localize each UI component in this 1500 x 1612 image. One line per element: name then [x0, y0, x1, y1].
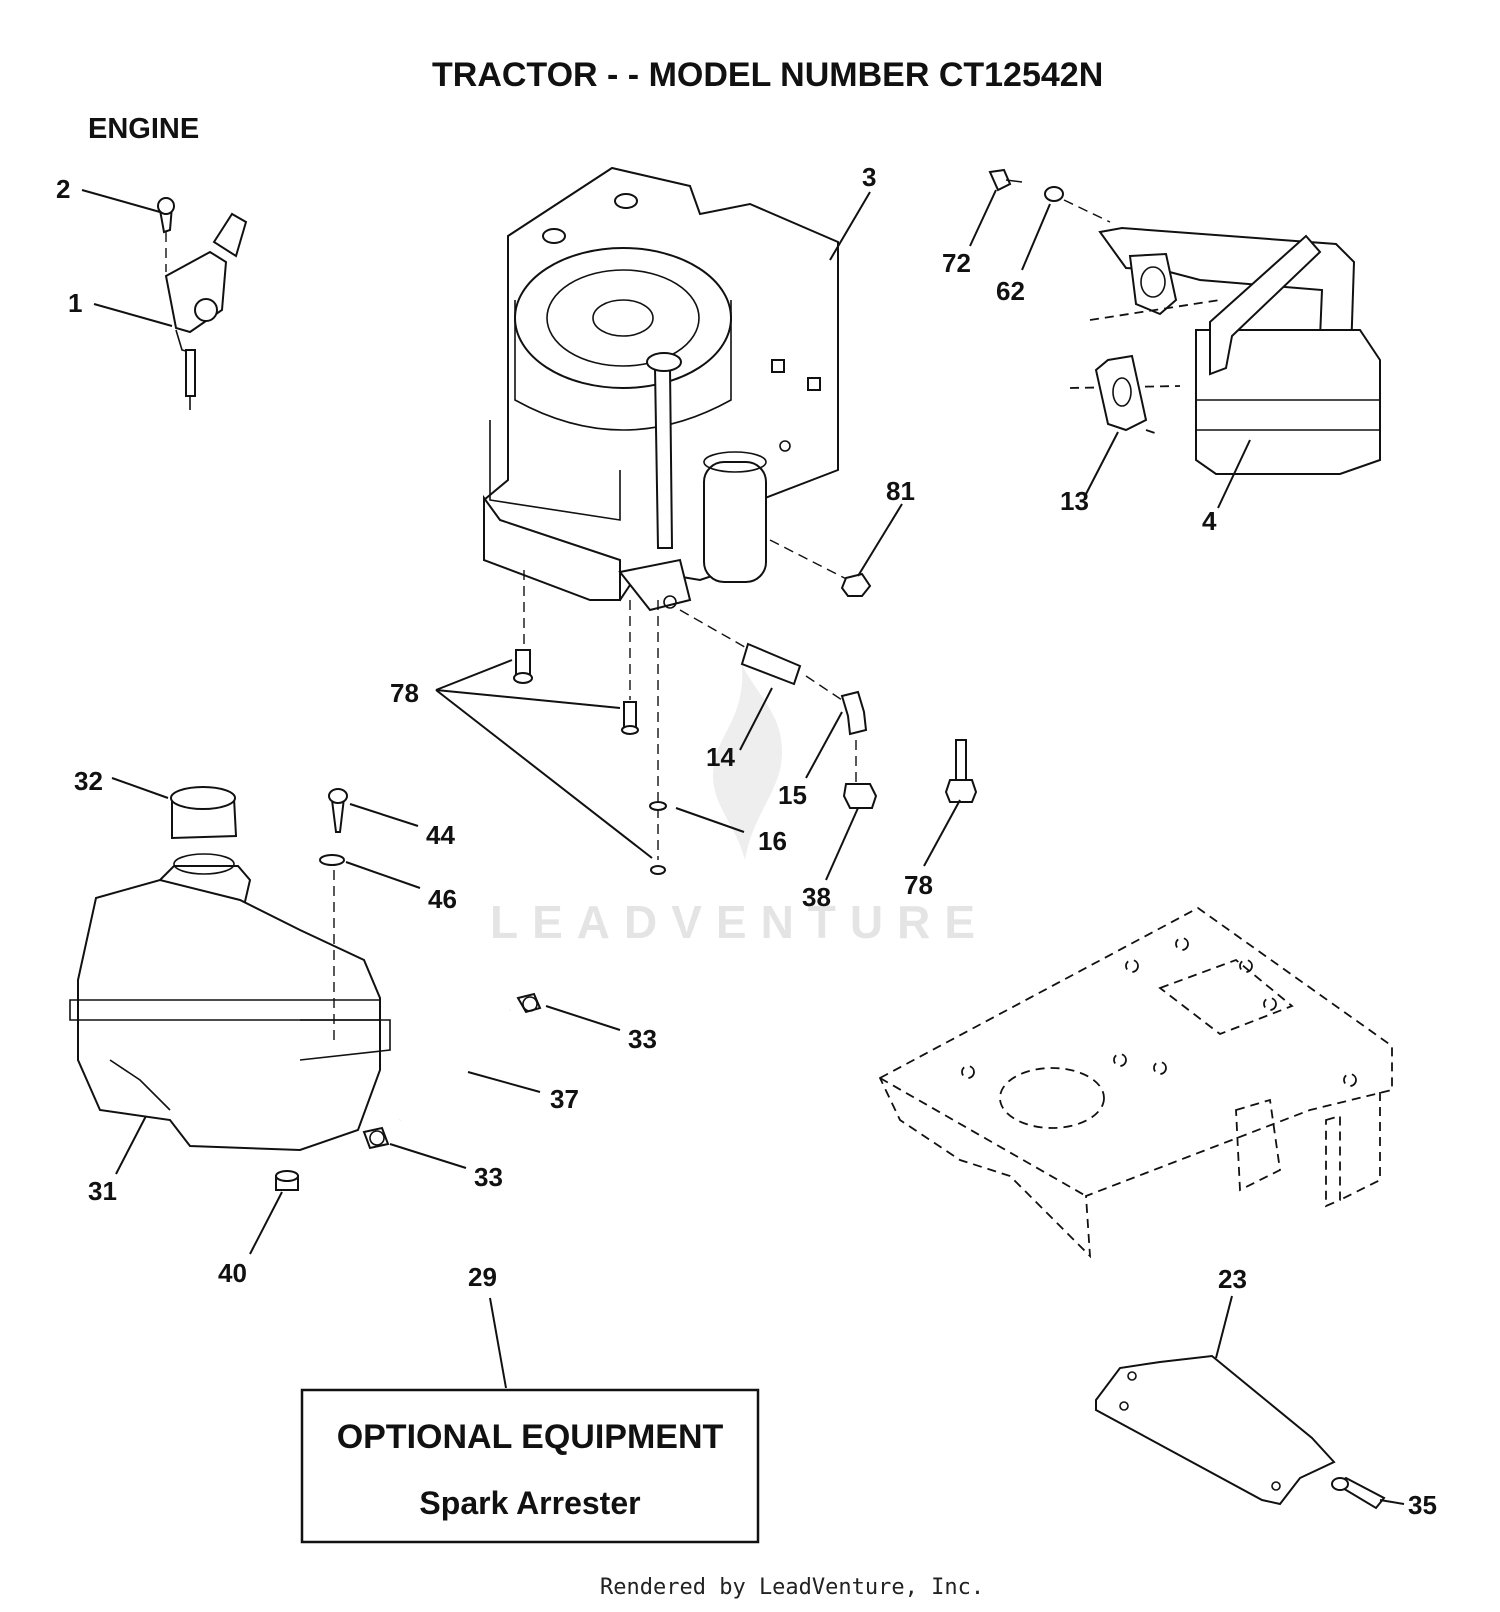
nut-81-drawing [769, 539, 872, 597]
callout-62: 62 [996, 276, 1025, 306]
heat-shield-drawing [1095, 1354, 1386, 1510]
frame-drawing [878, 906, 1393, 1259]
throttle-control-drawing [157, 197, 248, 410]
callout-44: 44 [426, 820, 455, 850]
callout-31: 31 [88, 1176, 117, 1206]
callout-4: 4 [1202, 506, 1217, 536]
callout-1: 1 [68, 288, 82, 318]
callout-81: 81 [886, 476, 915, 506]
footer-credit: Rendered by LeadVenture, Inc. [600, 1575, 984, 1600]
page-title: TRACTOR - - MODEL NUMBER CT12542N [432, 56, 1103, 94]
bolts-78-drawing [513, 570, 667, 875]
callout-13: 13 [1060, 486, 1089, 516]
section-title: ENGINE [88, 113, 199, 145]
callout-37: 37 [550, 1084, 579, 1114]
bolt-78-right-drawing [944, 739, 978, 803]
optional-equipment-item: Spark Arrester [419, 1485, 640, 1521]
callout-78-left: 78 [390, 678, 419, 708]
callout-15: 15 [778, 780, 807, 810]
callout-29: 29 [468, 1262, 497, 1292]
drain-fittings-drawing [679, 609, 878, 809]
callout-72: 72 [942, 248, 971, 278]
callout-46: 46 [428, 884, 457, 914]
watermark-flame-icon [712, 665, 782, 860]
muffler-drawing [988, 168, 1381, 475]
callout-14: 14 [706, 742, 735, 772]
optional-equipment-box [300, 1388, 760, 1544]
callout-40: 40 [218, 1258, 247, 1288]
callout-3: 3 [862, 162, 876, 192]
callout-33-top: 33 [628, 1024, 657, 1054]
callout-78-right: 78 [904, 870, 933, 900]
callout-38: 38 [802, 882, 831, 912]
callout-33-bottom: 33 [474, 1162, 503, 1192]
callout-23: 23 [1218, 1264, 1247, 1294]
fuel-tank-drawing [69, 786, 391, 1191]
callout-35: 35 [1408, 1490, 1437, 1520]
fuel-line-drawing [362, 992, 542, 1150]
callout-2: 2 [56, 174, 70, 204]
callout-16: 16 [758, 826, 787, 856]
callout-32: 32 [74, 766, 103, 796]
watermark: LEADVENTURE [490, 665, 989, 948]
engine-drawing [483, 166, 839, 612]
watermark-text: LEADVENTURE [490, 896, 989, 948]
optional-equipment-heading: OPTIONAL EQUIPMENT [337, 1418, 724, 1456]
